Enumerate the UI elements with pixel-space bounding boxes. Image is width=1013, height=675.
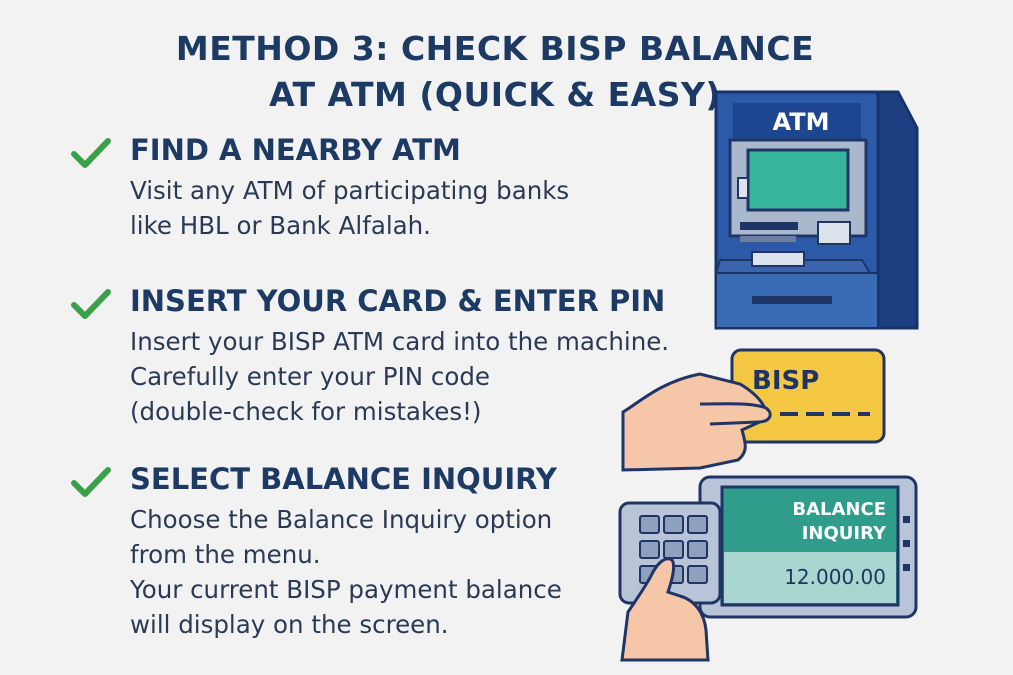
step-heading: INSERT YOUR CARD & ENTER PIN [130,284,666,318]
step-line: will display on the screen. [130,610,449,639]
step-line: Your current BISP payment balance [130,575,562,604]
step-description: Insert your BISP ATM card into the machi… [130,324,669,429]
step-line: like HBL or Bank Alfalah. [130,211,431,240]
page-title: METHOD 3: CHECK BISP BALANCE AT ATM (QUI… [0,26,990,118]
step-line: Choose the Balance Inquiry option [130,505,553,534]
card-in-hand-illustration: BISP [621,348,886,472]
screen-title-line-1: BALANCE [792,499,886,520]
title-line-1: METHOD 3: CHECK BISP BALANCE [175,29,815,68]
atm-label: ATM [773,108,830,136]
title-line-2: AT ATM (QUICK & EASY) [269,75,721,114]
checkmark-icon [71,138,111,168]
card-label: BISP [752,366,819,396]
checkmark-icon [71,289,111,319]
checkmark-icon [71,467,111,497]
step-line: (double-check for mistakes!) [130,397,482,426]
step-description: Visit any ATM of participating banks lik… [130,173,569,243]
step-line: Insert your BISP ATM card into the machi… [130,327,670,356]
step-description: Choose the Balance Inquiry option from t… [130,502,562,642]
balance-screen-illustration: BALANCE INQUIRY 12.000.00 [618,475,918,662]
balance-amount: 12.000.00 [784,565,886,589]
step-heading: FIND A NEARBY ATM [130,133,461,167]
step-line: Carefully enter your PIN code [130,362,490,391]
step-line: Visit any ATM of participating banks [130,176,570,205]
step-heading: SELECT BALANCE INQUIRY [130,462,557,496]
step-line: from the menu. [130,540,321,569]
screen-title-line-2: INQUIRY [802,523,887,544]
atm-machine-illustration: ATM [714,90,919,330]
